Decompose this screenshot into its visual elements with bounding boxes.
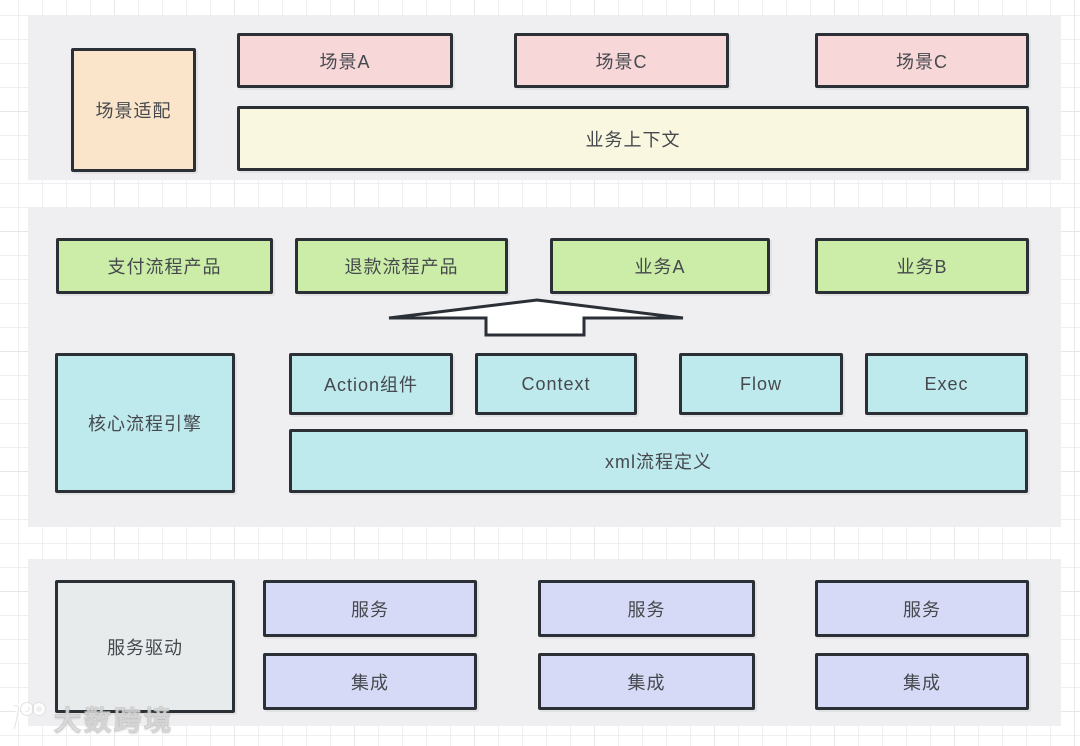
box-scene-adapter: 场景适配 xyxy=(71,48,196,172)
box-scene-a-label: 场景A xyxy=(319,51,371,72)
box-payment-flow-product-label: 支付流程产品 xyxy=(107,257,222,277)
box-service-1-label: 服务 xyxy=(351,599,389,620)
box-business-context-label: 业务上下文 xyxy=(585,129,681,150)
box-integration-2: 集成 xyxy=(538,653,755,710)
box-scene-c1-label: 场景C xyxy=(595,51,648,72)
box-service-2: 服务 xyxy=(538,580,755,637)
box-service-2-label: 服务 xyxy=(627,599,666,620)
box-flow-label: Flow xyxy=(739,373,782,394)
box-xml-flow-definition-label: xml流程定义 xyxy=(605,452,712,472)
box-service-1: 服务 xyxy=(263,580,477,637)
box-integration-3: 集成 xyxy=(815,653,1029,710)
box-integration-1: 集成 xyxy=(263,653,477,710)
up-arrow-icon xyxy=(385,294,687,340)
box-service-driver: 服务驱动 xyxy=(55,580,235,713)
box-business-context: 业务上下文 xyxy=(237,106,1029,171)
box-integration-1-label: 集成 xyxy=(351,672,389,693)
box-context-label: Context xyxy=(521,373,591,394)
box-service-3-label: 服务 xyxy=(903,599,941,620)
box-refund-flow-product: 退款流程产品 xyxy=(295,238,508,294)
box-flow: Flow xyxy=(679,353,843,415)
box-business-a-label: 业务A xyxy=(634,257,686,277)
box-context: Context xyxy=(475,353,637,415)
box-business-b: 业务B xyxy=(815,238,1029,294)
box-xml-flow-definition: xml流程定义 xyxy=(289,429,1028,493)
box-action-component: Action组件 xyxy=(289,353,453,415)
box-scene-c2: 场景C xyxy=(815,33,1029,88)
box-business-b-label: 业务B xyxy=(896,257,948,277)
box-scene-adapter-label: 场景适配 xyxy=(95,101,172,121)
box-service-3: 服务 xyxy=(815,580,1029,637)
box-integration-2-label: 集成 xyxy=(627,672,666,693)
box-integration-3-label: 集成 xyxy=(903,672,941,693)
box-scene-a: 场景A xyxy=(237,33,453,88)
box-exec: Exec xyxy=(865,353,1028,415)
box-service-driver-label: 服务驱动 xyxy=(107,637,183,658)
box-refund-flow-product-label: 退款流程产品 xyxy=(344,257,459,277)
box-scene-c1: 场景C xyxy=(514,33,729,88)
box-exec-label: Exec xyxy=(924,373,969,394)
box-scene-c2-label: 场景C xyxy=(896,51,948,72)
box-action-component-label: Action组件 xyxy=(323,375,419,395)
box-business-a: 业务A xyxy=(550,238,770,294)
box-core-flow-engine: 核心流程引擎 xyxy=(55,353,235,493)
box-payment-flow-product: 支付流程产品 xyxy=(56,238,273,294)
box-core-flow-engine-label: 核心流程引擎 xyxy=(88,414,202,434)
